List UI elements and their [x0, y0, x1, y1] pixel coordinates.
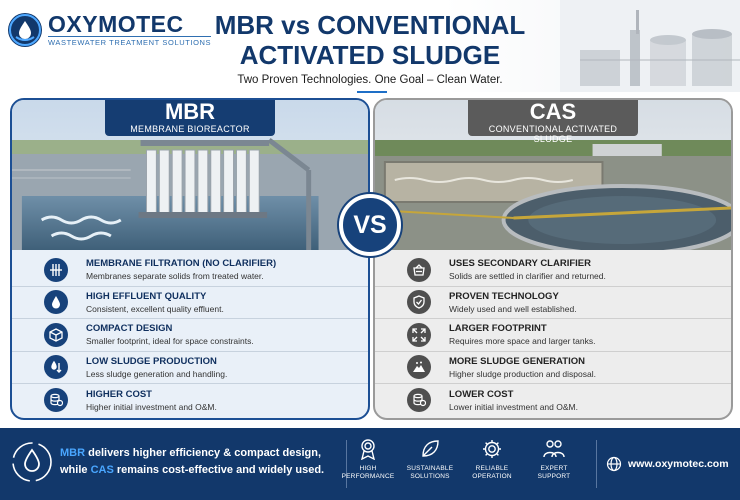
item-desc: Requires more space and larger tanks.	[449, 336, 596, 347]
page-title: MBR vs CONVENTIONAL ACTIVATED SLUDGE	[200, 10, 540, 70]
item-title: HIGH EFFLUENT QUALITY	[86, 290, 207, 302]
gear-icon	[483, 440, 501, 458]
footer-cas: CAS	[90, 464, 114, 476]
item-desc: Consistent, excellent quality effluent.	[86, 303, 224, 314]
mbr-title-badge: MBR MEMBRANE BIOREACTOR	[105, 99, 275, 136]
clarifier-tank-icon	[407, 257, 431, 282]
item-title: LARGER FOOTPRINT	[449, 323, 547, 335]
sludge-down-icon	[44, 355, 68, 380]
brand-logo[interactable]: OXYMOTEC WASTEWATER TREATMENT SOLUTIONS	[8, 11, 212, 47]
award-medal-icon	[361, 439, 375, 460]
footer: MBR delivers higher efficiency & compact…	[0, 428, 740, 500]
shield-check-icon	[407, 290, 431, 315]
mbr-panel: MBR MEMBRANE BIOREACTOR MEMBRANE FILTRAT…	[10, 98, 370, 420]
item-title: COMPACT DESIGN	[86, 323, 173, 335]
expand-arrows-icon	[407, 322, 431, 347]
item-title: PROVEN TECHNOLOGY	[449, 290, 559, 302]
feature-line2: PERFORMANCE	[341, 473, 395, 480]
list-item: LOW SLUDGE PRODUCTION Less sludge genera…	[12, 352, 368, 384]
expert-people-icon	[543, 440, 565, 458]
mbr-fullname: MEMBRANE BIOREACTOR	[130, 124, 250, 134]
list-item: LOWER COST Lower initial investment and …	[375, 384, 731, 417]
list-item: HIGHER COST Higher initial investment an…	[12, 384, 368, 417]
feature-line1: EXPERT	[540, 465, 568, 472]
mbr-membrane-photo	[12, 100, 368, 250]
feature-line1: HIGH	[359, 465, 377, 472]
list-item: PROVEN TECHNOLOGY Widely used and well e…	[375, 287, 731, 319]
cas-panel: CAS CONVENTIONAL ACTIVATED SLUDGE USES S…	[373, 98, 733, 420]
water-drop-logo-icon	[8, 12, 42, 47]
list-item: HIGH EFFLUENT QUALITY Consistent, excell…	[12, 287, 368, 319]
water-cycle-drop-icon	[12, 442, 52, 482]
cube-icon	[44, 322, 68, 347]
leaf-icon	[422, 440, 439, 457]
item-title: LOW SLUDGE PRODUCTION	[86, 355, 217, 367]
item-title: USES SECONDARY CLARIFIER	[449, 258, 591, 270]
coins-icon	[407, 388, 431, 413]
footer-mbr: MBR	[60, 447, 86, 459]
header: OXYMOTEC WASTEWATER TREATMENT SOLUTIONS …	[0, 0, 740, 93]
item-desc: Higher initial investment and O&M.	[86, 401, 217, 412]
water-drop-icon	[44, 290, 68, 315]
footer-divider	[346, 440, 347, 488]
website-url: www.oxymotec.com	[628, 458, 729, 470]
mbr-abbr: MBR	[164, 99, 216, 124]
cas-fullname: CONVENTIONAL ACTIVATED SLUDGE	[488, 124, 618, 144]
title-line-1: MBR vs CONVENTIONAL	[214, 10, 526, 40]
list-item: COMPACT DESIGN Smaller footprint, ideal …	[12, 319, 368, 352]
item-title: HIGHER COST	[86, 388, 152, 400]
title-line-2: ACTIVATED SLUDGE	[239, 40, 501, 70]
cas-title-badge: CAS CONVENTIONAL ACTIVATED SLUDGE	[468, 99, 638, 144]
footer-summary: MBR delivers higher efficiency & compact…	[60, 445, 340, 479]
item-title: LOWER COST	[449, 388, 514, 400]
footer-text-3: remains cost-effective and widely used.	[113, 464, 325, 476]
list-item: LARGER FOOTPRINT Requires more space and…	[375, 319, 731, 352]
subtitle-divider	[357, 91, 387, 93]
brand-tagline: WASTEWATER TREATMENT SOLUTIONS	[48, 36, 212, 47]
feature-line1: RELIABLE	[475, 465, 509, 472]
list-item: MORE SLUDGE GENERATION Higher sludge pro…	[375, 352, 731, 384]
coins-icon	[44, 388, 68, 413]
membrane-filter-icon	[44, 257, 68, 282]
feature-line1: SUSTAINABLE	[406, 465, 454, 472]
item-title: MORE SLUDGE GENERATION	[449, 355, 585, 367]
footer-text-1: delivers higher efficiency & compact des…	[85, 447, 322, 459]
page-subtitle: Two Proven Technologies. One Goal – Clea…	[237, 74, 503, 86]
feature-line2: OPERATION	[472, 473, 512, 480]
item-desc: Widely used and well established.	[449, 303, 577, 314]
footer-divider	[596, 440, 597, 488]
website-link[interactable]: www.oxymotec.com	[606, 456, 729, 472]
cas-feature-list: USES SECONDARY CLARIFIER Solids are sett…	[375, 254, 731, 417]
feature-line2: SUPPORT	[537, 473, 571, 480]
item-desc: Solids are settled in clarifier and retu…	[449, 271, 606, 282]
list-item: MEMBRANE FILTRATION (NO CLARIFIER) Membr…	[12, 254, 368, 287]
feature-line2: SOLUTIONS	[410, 473, 450, 480]
item-desc: Lower initial investment and O&M.	[449, 401, 578, 412]
brand-name: OXYMOTEC	[48, 11, 184, 37]
item-desc: Membranes separate solids from treated w…	[86, 271, 264, 282]
footer-text-2: while	[60, 464, 91, 476]
cas-abbr: CAS	[529, 99, 577, 124]
item-desc: Higher sludge production and disposal.	[449, 368, 596, 379]
item-desc: Smaller footprint, ideal for space const…	[86, 336, 254, 347]
item-desc: Less sludge generation and handling.	[86, 368, 228, 379]
list-item: USES SECONDARY CLARIFIER Solids are sett…	[375, 254, 731, 287]
treatment-plant-illustration	[560, 0, 740, 92]
sludge-pile-icon	[407, 355, 431, 380]
mbr-feature-list: MEMBRANE FILTRATION (NO CLARIFIER) Membr…	[12, 254, 368, 417]
item-title: MEMBRANE FILTRATION (NO CLARIFIER)	[86, 258, 277, 270]
vs-badge: VS	[339, 194, 401, 256]
globe-icon	[606, 456, 622, 472]
